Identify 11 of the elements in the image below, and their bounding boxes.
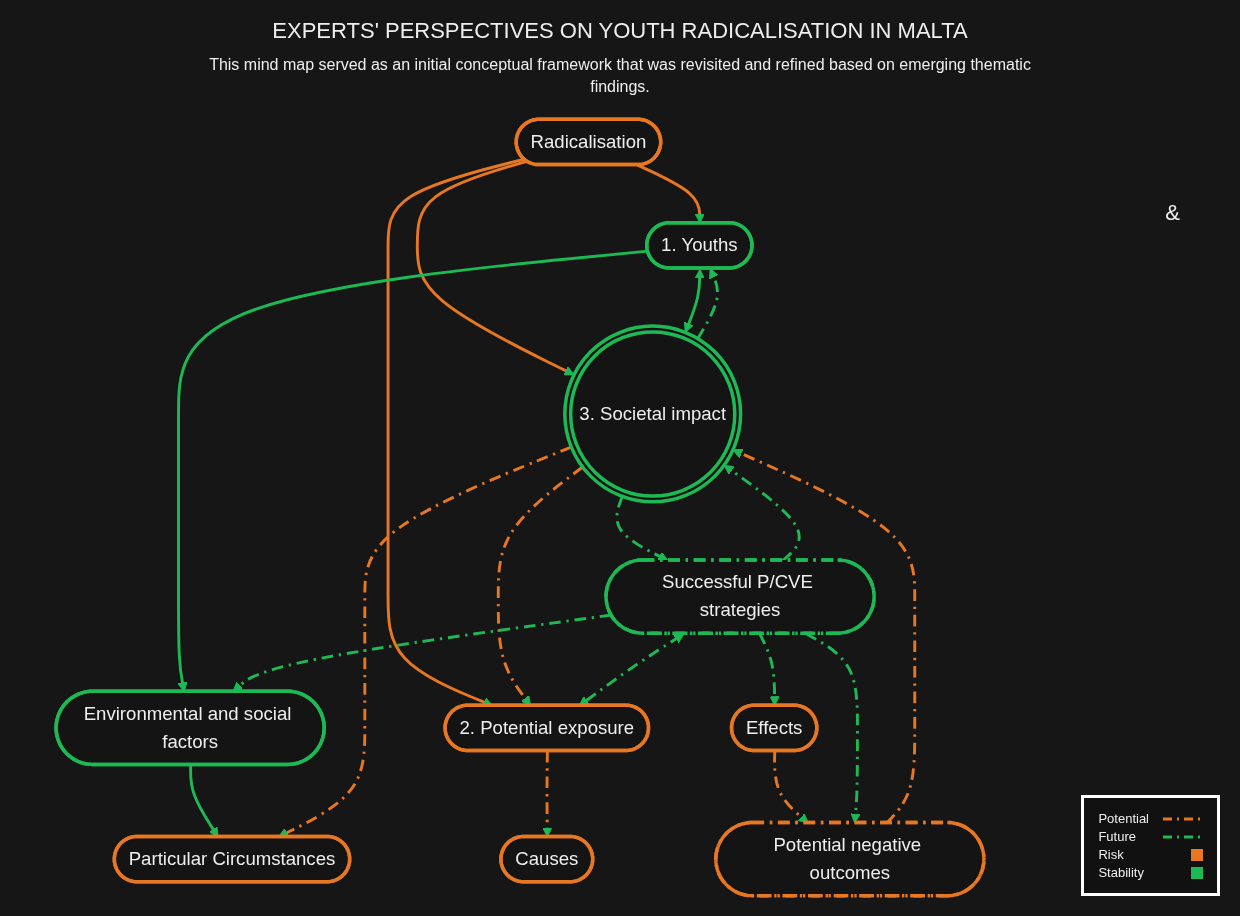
arrow xyxy=(415,159,575,376)
legend-label: Risk xyxy=(1098,847,1124,862)
legend-label: Stability xyxy=(1098,865,1144,880)
arrow xyxy=(683,268,705,333)
node-circle: 3. Societal impact xyxy=(563,324,743,504)
ampersand-label: & xyxy=(1165,200,1180,226)
legend-label: Future xyxy=(1098,829,1136,844)
caption: This mind map served as an initial conceptual framework that was revisited and refined based on emerging thematic findings. xyxy=(208,55,1032,98)
diagram-title: EXPERTS' PERSPECTIVES ON YOUTH RADICALISATION IN MALTA xyxy=(271,18,969,44)
arrow xyxy=(696,268,719,340)
legend-label: Potential xyxy=(1098,811,1149,826)
